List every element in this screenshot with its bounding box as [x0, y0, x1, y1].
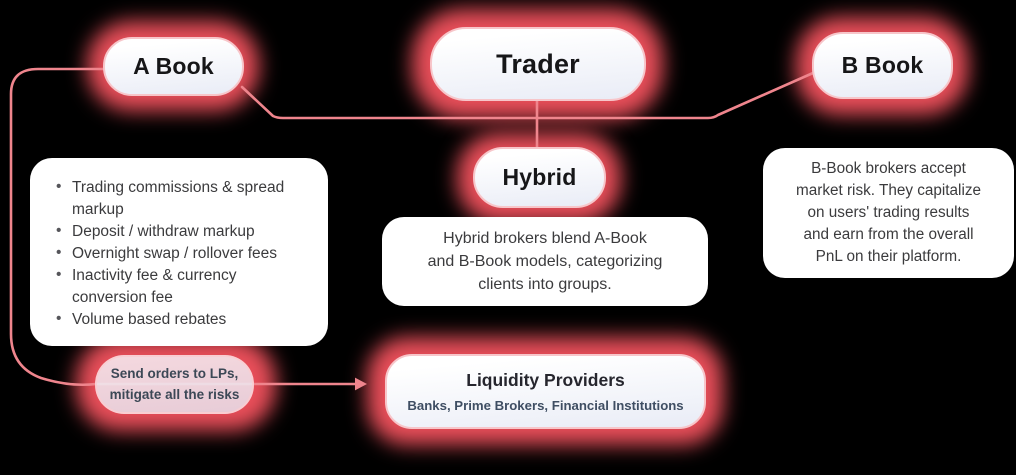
- b-book-description-card: B-Book brokers accept market risk. They …: [763, 148, 1014, 278]
- connector-abook-liquidity: [9, 67, 357, 387]
- liquidity-providers-title: Liquidity Providers: [466, 370, 625, 390]
- node-b-book: B Book: [812, 32, 953, 99]
- fee-list-item: Inactivity fee & currency conversion fee: [52, 264, 308, 309]
- node-a-book: A Book: [103, 37, 244, 96]
- node-liquidity-providers: Liquidity Providers Banks, Prime Brokers…: [385, 354, 706, 429]
- node-trader: Trader: [430, 27, 646, 101]
- a-book-label: A Book: [133, 53, 214, 79]
- b-book-description-text: B-Book brokers accept market risk. They …: [795, 160, 982, 265]
- trader-label: Trader: [496, 48, 580, 79]
- send-orders-label: Send orders to LPs, mitigate all the ris…: [109, 365, 240, 402]
- a-book-fees-card: Trading commissions & spread markupDepos…: [30, 158, 328, 346]
- fee-list-item: Trading commissions & spread markup: [52, 176, 308, 221]
- b-book-label: B Book: [841, 52, 924, 78]
- hybrid-label: Hybrid: [502, 164, 577, 190]
- node-send-orders: Send orders to LPs, mitigate all the ris…: [95, 355, 254, 414]
- hybrid-description-card: Hybrid brokers blend A-Book and B-Book m…: [382, 217, 708, 306]
- a-book-fees-list: Trading commissions & spread markupDepos…: [52, 176, 308, 331]
- liquidity-providers-subtitle: Banks, Prime Brokers, Financial Institut…: [407, 398, 684, 413]
- node-hybrid: Hybrid: [473, 147, 606, 208]
- fee-list-item: Overnight swap / rollover fees: [52, 242, 308, 265]
- fee-list-item: Volume based rebates: [52, 308, 308, 331]
- fee-list-item: Deposit / withdraw markup: [52, 220, 308, 243]
- hybrid-description-text: Hybrid brokers blend A-Book and B-Book m…: [427, 229, 663, 294]
- connector-abook-trader-bbook: [240, 71, 815, 120]
- arrowhead-icon: [355, 377, 367, 391]
